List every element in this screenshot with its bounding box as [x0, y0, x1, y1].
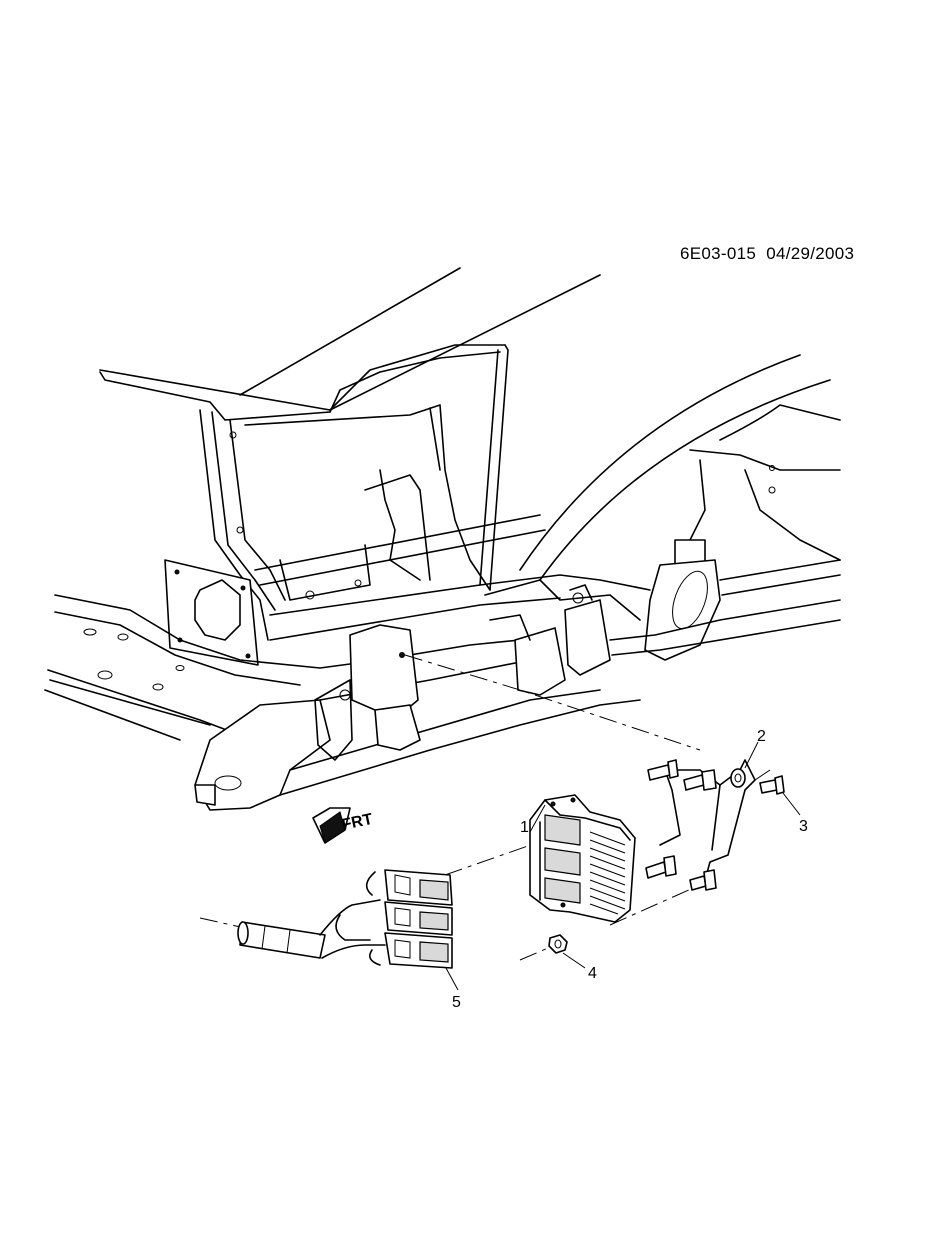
- diagram-code: 6E03-015: [680, 244, 757, 263]
- ecm-connector-bottom: [544, 877, 581, 904]
- front-arrow-label: FRT: [340, 811, 374, 834]
- heat-sink-fins: [589, 831, 626, 915]
- bolt: [759, 775, 785, 795]
- callout-4: 4: [588, 965, 597, 982]
- bracket-stud: [647, 759, 679, 781]
- ecm-connector-top: [544, 814, 581, 846]
- ecm-connector-middle: [544, 847, 581, 876]
- callout-1: 1: [520, 819, 529, 836]
- bracket-stud: [689, 869, 717, 891]
- ecm-bracket: [645, 759, 756, 891]
- bracket-stud: [683, 769, 717, 791]
- engine-control-module: [529, 794, 636, 923]
- front-direction-arrow: FRT: [312, 807, 374, 844]
- callout-2: 2: [757, 728, 766, 745]
- callout-5: 5: [452, 994, 461, 1011]
- callout-leaders: [445, 741, 801, 991]
- vehicle-frame: [44, 267, 841, 811]
- assembly-lines: [199, 654, 771, 961]
- nut: [548, 934, 568, 954]
- bracket-grommet: [730, 768, 746, 788]
- diagram-date: 04/29/2003: [766, 244, 855, 263]
- wiring-harness: [237, 869, 453, 969]
- bracket-stud: [645, 855, 677, 879]
- diagram-reference: 6E03-015 04/29/2003: [680, 244, 854, 264]
- callout-numbers: 1 2 3 4 5: [452, 728, 808, 1011]
- callout-3: 3: [799, 818, 808, 835]
